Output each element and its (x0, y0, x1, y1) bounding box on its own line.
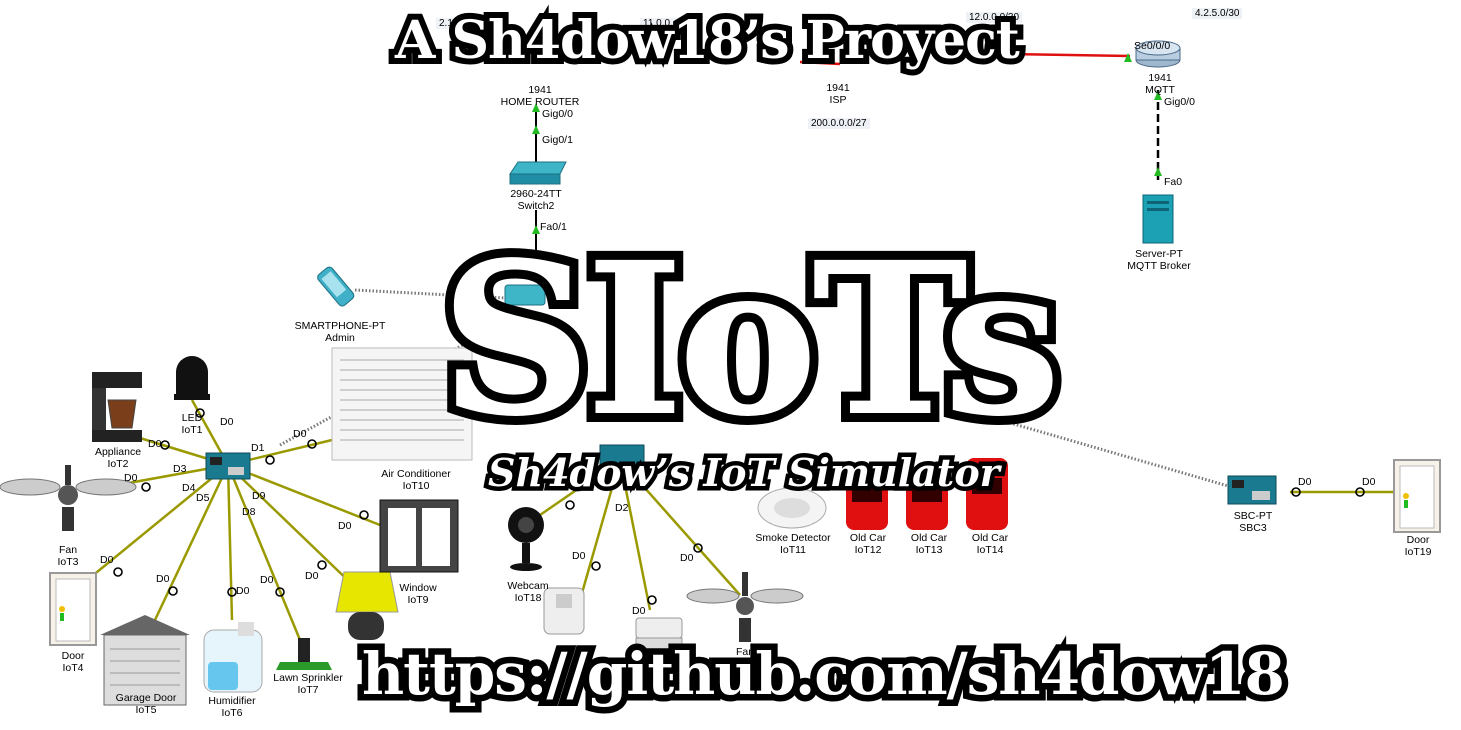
network-address-label: 4.2.5.0/30 (1192, 8, 1243, 19)
lawn-sprinkler-icon[interactable] (276, 638, 332, 670)
port-label: Gig0/0 (542, 108, 573, 120)
port-label: D0 (338, 520, 352, 532)
port-label: Fa0/1 (540, 221, 567, 233)
wireless-link-sbc3 (999, 418, 1236, 490)
webcam-icon[interactable] (508, 507, 544, 571)
siren-icon[interactable] (635, 617, 683, 653)
port-label: D1 (251, 442, 265, 454)
port-label: Gig0/1 (542, 134, 573, 146)
door-icon[interactable] (1393, 459, 1441, 533)
network-address-label: 11.0.0. (640, 18, 676, 29)
sbc-board-icon[interactable] (205, 452, 251, 480)
coffee-maker-icon[interactable] (92, 372, 142, 442)
port-label: D0 (148, 438, 162, 450)
main-title: SIoTs (431, 216, 1070, 463)
access-point-icon[interactable] (504, 284, 546, 306)
port-label: D0 (305, 570, 319, 582)
car-icon[interactable] (846, 470, 888, 530)
network-address-label: 12.0.0.0/30 (966, 12, 1023, 23)
network-address-label: 200.0.0.0/27 (808, 118, 870, 129)
port-label: D0 (220, 416, 234, 428)
link-endpoints (113, 408, 1365, 605)
port-label: D4 (182, 482, 196, 494)
port-label: Fa0 (1164, 176, 1183, 188)
door-icon[interactable] (49, 572, 97, 646)
router-icon[interactable] (1135, 40, 1181, 68)
port-label: D0 (680, 552, 694, 564)
motion-sensor-icon[interactable] (543, 587, 585, 635)
port-label: D3 (173, 463, 187, 475)
project-title: A Sh4dow18’s Proyect (389, 4, 1026, 77)
port-label: D5 (196, 492, 210, 504)
port-label: D0 (100, 554, 114, 566)
garage-door-icon[interactable] (100, 615, 190, 706)
air-conditioner-icon[interactable] (331, 347, 473, 461)
window-icon[interactable] (379, 499, 459, 573)
subtitle: Sh4dow’s IoT Simulator (484, 446, 1005, 500)
port-label: D8 (242, 506, 256, 518)
car-icon[interactable] (966, 458, 1008, 530)
humidifier-icon[interactable] (203, 622, 263, 693)
lamp-icon[interactable] (335, 571, 399, 640)
ceiling-fan-icon[interactable] (686, 572, 804, 642)
port-label: D0 (1362, 476, 1376, 488)
repository-url: https://github.com/sh4dow18 (356, 634, 1292, 715)
port-label: D9 (252, 490, 266, 502)
server-icon[interactable] (1142, 194, 1174, 244)
port-status-markers (532, 53, 1162, 234)
fan-label: Fan (735, 646, 755, 658)
port-label: D2 (615, 502, 629, 514)
network-address-label: 2.16 (436, 18, 462, 29)
port-label: Gig0/0 (1164, 96, 1195, 108)
smartphone-icon[interactable] (316, 265, 356, 307)
port-label: D0 (632, 605, 646, 617)
wireless-link-phone (354, 288, 506, 300)
port-label: Se0/0/0 (1134, 40, 1171, 52)
ceiling-fan-icon[interactable] (0, 465, 137, 531)
serial-link-isp (799, 60, 841, 66)
port-label: D0 (260, 574, 274, 586)
sbc-board-icon[interactable] (1227, 475, 1277, 505)
port-label: D0 (572, 550, 586, 562)
port-label: D0 (236, 585, 250, 597)
smoke-detector-icon[interactable] (757, 487, 827, 529)
switch-icon[interactable] (509, 161, 567, 185)
car-icon[interactable] (906, 470, 948, 530)
led-icon[interactable] (174, 356, 210, 400)
port-label: D0 (1298, 476, 1312, 488)
sbc-board-icon[interactable] (599, 444, 645, 472)
port-label: D0 (156, 573, 170, 585)
port-label: D0 (124, 472, 138, 484)
port-label: D0 (293, 428, 307, 440)
serial-link (1009, 52, 1131, 58)
